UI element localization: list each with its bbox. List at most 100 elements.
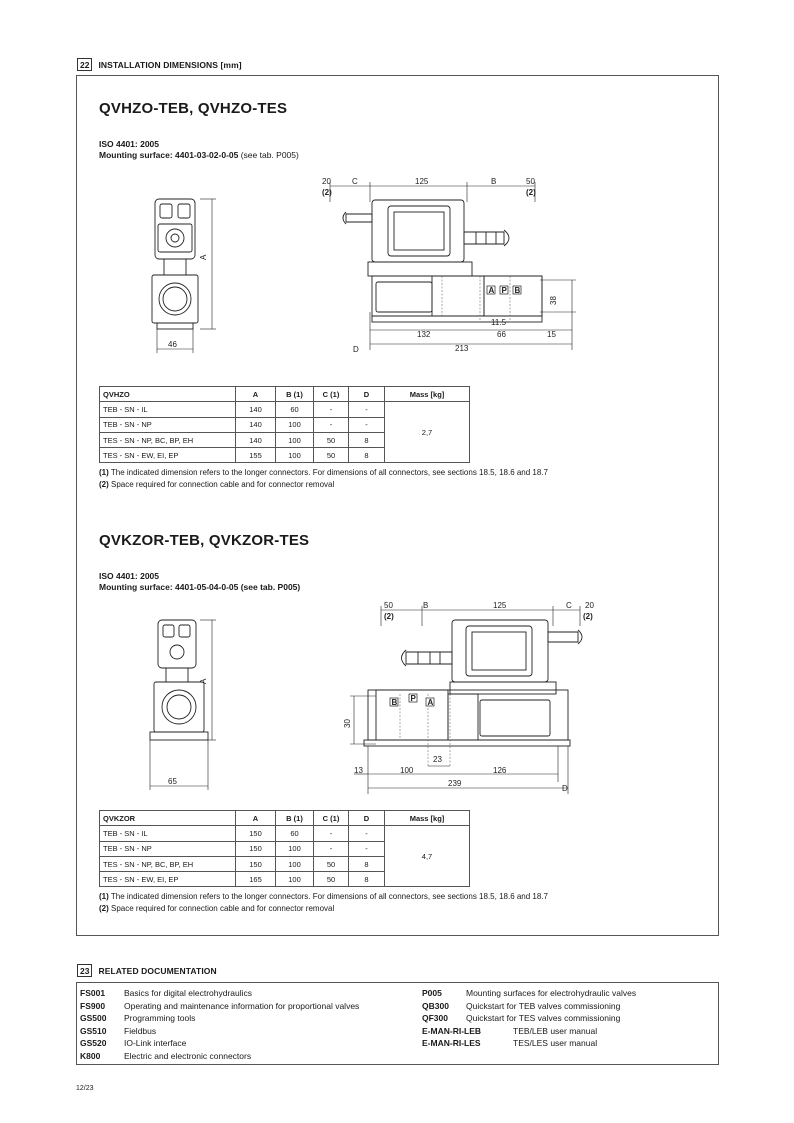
doc-description: TES/LES user manual [513, 1038, 598, 1049]
dim-132-label: 132 [417, 330, 431, 339]
doc-code: E-MAN-RI-LEB [422, 1025, 482, 1036]
section-title: RELATED DOCUMENTATION [98, 965, 217, 976]
dim-20-label: 20 [585, 601, 594, 610]
product2-notes: (1) The indicated dimension refers to th… [99, 891, 548, 914]
doc-code: FS001 [80, 988, 106, 998]
cell-model: TEB - SN - NP [99, 416, 236, 433]
product1-title: QVHZO-TEB, QVHZO-TES [99, 100, 288, 117]
product1-side-view-drawing: A 46 [151, 198, 216, 353]
doc-code: GS510 [80, 1025, 107, 1036]
note2-marker: (2) [583, 612, 593, 621]
cell-D: - [348, 840, 385, 857]
cell-D: 8 [348, 855, 385, 873]
dim-65-label: 65 [168, 777, 177, 786]
table-header-row: QVKZOR A B (1) C (1) D Mass [kg] [99, 809, 470, 827]
dim-66-label: 66 [497, 330, 506, 339]
dim-13-label: 13 [354, 766, 363, 775]
cell-A: 165 [235, 871, 276, 888]
doc-code: P005 [422, 988, 442, 998]
product2-dimensions-table: QVKZOR A B (1) C (1) D Mass [kg] TEB - S… [99, 809, 470, 888]
dim-50-label: 50 [526, 177, 535, 186]
port-P-label: P [411, 694, 417, 703]
related-documentation-frame [76, 982, 719, 1065]
table-row: TES - SN - EW, EI, EP 155 100 50 8 [99, 447, 470, 464]
dim-D-label: D [562, 784, 568, 793]
cell-A: 150 [235, 855, 276, 873]
cell-C: - [313, 840, 349, 857]
table-row: TES - SN - EW, EI, EP 165 100 50 8 [99, 871, 470, 888]
cell-mass: 4,7 [384, 825, 470, 888]
section-number: 23 [77, 964, 93, 977]
dim-A-label: A [199, 254, 208, 260]
dim-38-label: 38 [549, 296, 558, 305]
product1-front-view-drawing: A P B 20 (2) C 125 B 50 (2) 38 11.5 132 … [322, 177, 576, 354]
page-number: 12/23 [76, 1085, 94, 1092]
cell-D: - [348, 416, 385, 433]
cell-D: 8 [348, 431, 385, 449]
list-item: GS510 Fieldbus [80, 1025, 359, 1038]
dim-30-label: 30 [343, 719, 352, 728]
cell-A: 140 [235, 431, 276, 449]
table-header-row: QVHZO A B (1) C (1) D Mass [kg] [99, 385, 470, 403]
dim-239-label: 239 [448, 779, 462, 788]
port-B-label: B [515, 286, 521, 295]
cell-C: 50 [313, 431, 349, 449]
cell-C: 50 [313, 855, 349, 873]
note-2: (2) Space required for connection cable … [99, 479, 335, 489]
doc-description: Fieldbus [124, 1025, 157, 1036]
doc-description: Operating and maintenance information fo… [124, 1000, 360, 1011]
list-item: FS900 Operating and maintenance informati… [80, 1000, 359, 1013]
cell-D: - [348, 825, 385, 842]
cell-B: 100 [275, 855, 314, 873]
cell-A: 155 [235, 447, 276, 464]
doc-description: Programming tools [124, 1013, 196, 1024]
col-B: B (1) [275, 385, 314, 403]
cell-B: 100 [275, 416, 314, 433]
documentation-list-right: P005 Mounting surfaces for electrohydraul… [422, 987, 636, 1050]
port-A-label: A [489, 286, 495, 295]
note2-marker: (2) [526, 188, 536, 197]
doc-description: Mounting surfaces for electrohydraulic v… [466, 988, 637, 998]
cell-B: 60 [275, 825, 314, 842]
cell-C: 50 [313, 447, 349, 464]
doc-code: FS900 [80, 1000, 106, 1011]
cell-A: 140 [235, 401, 276, 418]
doc-code: GS520 [80, 1038, 107, 1049]
doc-description: Basics for digital electrohydraulics [124, 988, 253, 998]
iso-label: ISO 4401: 2005 [99, 139, 160, 149]
dim-C-label: C [352, 177, 358, 186]
dim-15-label: 15 [547, 330, 556, 339]
cell-B: 100 [275, 447, 314, 464]
cell-model: TES - SN - NP, BC, BP, EH [99, 431, 236, 449]
col-C: C (1) [313, 809, 349, 827]
cell-C: - [313, 416, 349, 433]
cell-D: - [348, 401, 385, 418]
note-1: (1) The indicated dimension refers to th… [99, 468, 548, 477]
doc-code: QB300 [422, 1000, 449, 1011]
cell-C: - [313, 401, 349, 418]
dim-D-label: D [353, 345, 359, 354]
dim-50-label: 50 [384, 601, 393, 610]
dim-A-label: A [199, 678, 208, 684]
mounting-surface-label: Mounting surface: 4401-03-02-0-05 (see t… [99, 150, 299, 160]
dim-100-label: 100 [400, 766, 414, 775]
cell-model: TEB - SN - NP [99, 840, 236, 857]
doc-code: K800 [80, 1050, 101, 1061]
col-mass: Mass [kg] [384, 809, 470, 827]
mounting-surface-label: Mounting surface: 4401-05-04-0-05 (see t… [99, 582, 301, 592]
cell-D: 8 [348, 871, 385, 888]
section-title: INSTALLATION DIMENSIONS [mm] [98, 59, 242, 70]
dim-126-label: 126 [493, 766, 507, 775]
installation-dimensions-frame [76, 75, 719, 936]
doc-code: GS500 [80, 1013, 107, 1024]
port-B-label: B [392, 698, 398, 707]
cell-A: 140 [235, 416, 276, 433]
table-row: TEB - SN - IL 140 60 - - 2,7 [99, 401, 470, 464]
dim-B-label: B [491, 177, 496, 186]
cell-mass: 2,7 [384, 401, 470, 464]
table-row: TEB - SN - IL 150 60 - - 4,7 [99, 825, 470, 888]
